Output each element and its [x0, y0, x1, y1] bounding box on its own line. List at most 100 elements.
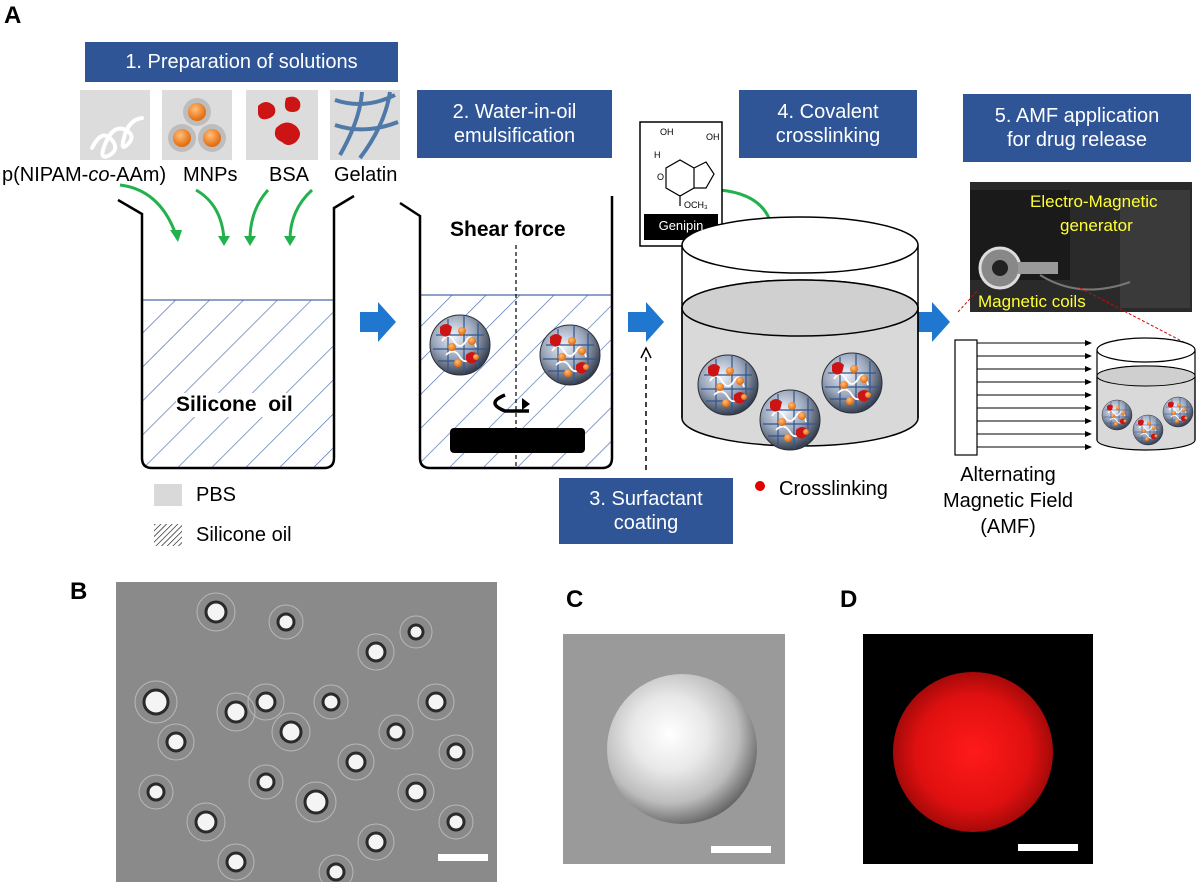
step-2-line2: emulsification: [453, 125, 576, 147]
legend-pbs-label: PBS: [196, 484, 237, 506]
droplet: [365, 641, 387, 663]
droplet-halo: [268, 604, 304, 640]
scale-bar-c: [711, 846, 771, 853]
step-5-line1: 5. AMF application: [994, 105, 1160, 127]
droplet-halo: [217, 843, 255, 881]
droplet-halo: [216, 692, 256, 732]
droplet-halo: [295, 781, 337, 823]
droplet-halo: [438, 734, 474, 770]
amf-field-schematic: [954, 337, 1196, 456]
droplet-halo: [271, 712, 311, 752]
genipin-oh1: OH: [660, 127, 674, 137]
step-arrows: [360, 302, 950, 342]
droplet: [142, 688, 170, 716]
amf-caption: Alternating Magnetic Field (AMF): [938, 462, 1078, 540]
amf-coils-label: Magnetic coils: [978, 292, 1086, 311]
panel-label-b: B: [70, 578, 88, 605]
droplet: [225, 851, 247, 873]
droplet: [405, 781, 427, 803]
crosslinking-vessel: [681, 216, 919, 451]
silicone-oil-swatch: [154, 524, 182, 546]
droplet: [279, 720, 303, 744]
gelatin-icon: [330, 90, 400, 160]
legend-silicone-oil-label: Silicone oil: [196, 524, 292, 546]
legend-crosslinking-label: Crosslinking: [779, 478, 888, 500]
droplet: [146, 782, 166, 802]
droplet-halo: [248, 764, 284, 800]
step-4-line1: 4. Covalent: [777, 101, 879, 123]
beaker-1: [117, 194, 355, 470]
droplet-halo: [318, 854, 354, 882]
panel-label-d: D: [840, 586, 858, 613]
droplet-halo: [337, 743, 375, 781]
droplet: [446, 812, 466, 832]
droplet: [407, 623, 425, 641]
droplet: [194, 810, 218, 834]
droplet-halo: [438, 804, 474, 840]
particle-brightfield: [607, 674, 757, 824]
droplet-halo: [186, 802, 226, 842]
micrograph-b: [116, 582, 497, 882]
droplet-halo: [378, 714, 414, 750]
droplet: [165, 731, 187, 753]
pbs-swatch: [154, 484, 182, 506]
step-2-box: 2. Water-in-oil emulsification: [417, 90, 612, 158]
amf-generator-label: Electro-Magnetic: [1030, 192, 1158, 211]
step-2-line1: 2. Water-in-oil: [452, 101, 577, 123]
droplet: [321, 692, 341, 712]
panel-label-c: C: [566, 586, 584, 613]
droplet-halo: [399, 615, 433, 649]
label-polymer: p(NIPAM-co-AAm): [2, 164, 167, 186]
droplet: [224, 700, 248, 724]
droplet: [256, 772, 276, 792]
droplet-halo: [357, 823, 395, 861]
step-5-box: 5. AMF application for drug release: [963, 94, 1191, 162]
beaker-2: [399, 196, 614, 470]
droplet-halo: [157, 723, 195, 761]
droplet: [276, 612, 296, 632]
droplet-halo: [313, 684, 349, 720]
amf-generator-label-2: generator: [1060, 216, 1133, 235]
panel-label-a: A: [4, 2, 22, 29]
droplet: [326, 862, 346, 882]
droplet: [345, 751, 367, 773]
amf-caption-line2: Magnetic Field: [942, 490, 1074, 512]
droplet-halo: [397, 773, 435, 811]
droplet: [204, 600, 228, 624]
droplet-halo: [196, 592, 236, 632]
scale-bar-d: [1018, 844, 1078, 851]
droplet-halo: [247, 683, 285, 721]
genipin-och3: OCH₃: [684, 200, 708, 210]
particle-fluorescence: [893, 672, 1053, 832]
droplet-halo: [134, 680, 178, 724]
schematic-diagram: [80, 90, 1196, 546]
droplet: [255, 691, 277, 713]
droplet: [386, 722, 406, 742]
polymer-icon: [80, 90, 150, 160]
amf-caption-line3: (AMF): [980, 516, 1036, 538]
step-5-line2: for drug release: [1006, 129, 1148, 151]
genipin-h: H: [654, 150, 661, 160]
step-4-line2: crosslinking: [775, 125, 881, 147]
micrograph-d: [863, 634, 1093, 864]
genipin-o: O: [657, 172, 665, 182]
step-1-label: 1. Preparation of solutions: [125, 51, 358, 73]
genipin-oh2: OH: [706, 132, 720, 142]
genipin-label: Genipin: [658, 218, 704, 233]
crosslinking-dot: [755, 481, 765, 491]
label-bsa: BSA: [269, 164, 310, 186]
label-gelatin: Gelatin: [334, 164, 398, 186]
input-arrows: [119, 183, 775, 241]
step-3-box: 3. Surfactant coating: [559, 478, 733, 544]
droplet: [446, 742, 466, 762]
droplet-halo: [138, 774, 174, 810]
scale-bar-b: [438, 854, 488, 861]
droplet: [303, 789, 329, 815]
step-3-line1: 3. Surfactant: [589, 488, 703, 510]
beaker-1-label: Silicone oil: [176, 393, 293, 417]
label-mnps: MNPs: [183, 164, 238, 186]
step-1-box: 1. Preparation of solutions: [85, 42, 398, 82]
droplet: [425, 691, 447, 713]
step-3-line2: coating: [613, 512, 679, 534]
droplet-halo: [417, 683, 455, 721]
